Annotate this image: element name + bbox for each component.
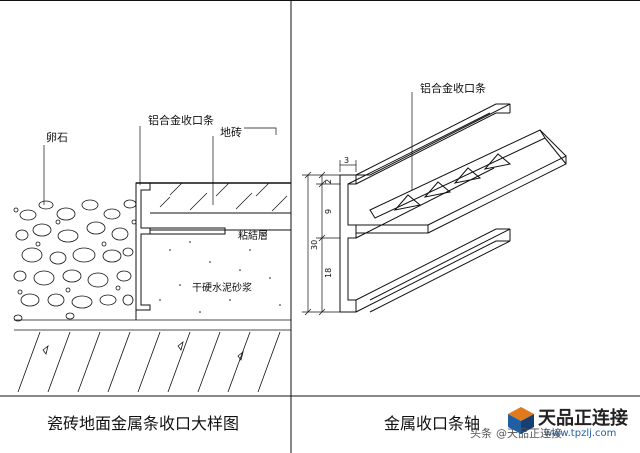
source-handle: @天品正连接 (496, 427, 562, 440)
left-detail (13, 126, 291, 393)
aluminum-trim-profile (135, 182, 226, 320)
subgrade-hatch (14, 319, 291, 393)
caption-left: 瓷砖地面金属条收口大样图 (47, 414, 240, 433)
dimension-lines (302, 160, 357, 316)
label-trim-strip-right: 铝合金收口条 (420, 81, 486, 95)
label-floor-tile: 地砖 (220, 125, 242, 139)
dim-d1: 2 (324, 179, 333, 184)
label-trim-strip-left: 铝合金收口条 (148, 113, 214, 127)
label-pebble: 卵石 (46, 131, 68, 144)
dim-d3: 18 (324, 268, 333, 278)
left-leaders (43, 126, 277, 205)
pebble-bed (13, 199, 137, 322)
brand-logo-icon (506, 405, 536, 435)
label-mortar: 干硬水泥砂浆 (192, 281, 252, 294)
caption-right: 金属收口条轴 (384, 414, 481, 433)
trim-isometric (339, 103, 567, 313)
dim-top: 3 (344, 156, 349, 165)
brand-name: 天品正连接 (538, 408, 628, 429)
source-prefix: 头条 (470, 427, 492, 440)
tile-assembly (136, 182, 291, 231)
dim-d2: 9 (324, 209, 333, 214)
dim-total: 30 (310, 240, 319, 250)
brand-watermark: 天品正连接 www.tpzlj.com 头条 @天品正连接 (470, 402, 640, 453)
brand-url: www.tpzlj.com (544, 428, 617, 439)
label-bonding-layer: 粘結層 (238, 229, 268, 242)
right-detail (302, 92, 567, 316)
mortar-texture (159, 241, 281, 313)
